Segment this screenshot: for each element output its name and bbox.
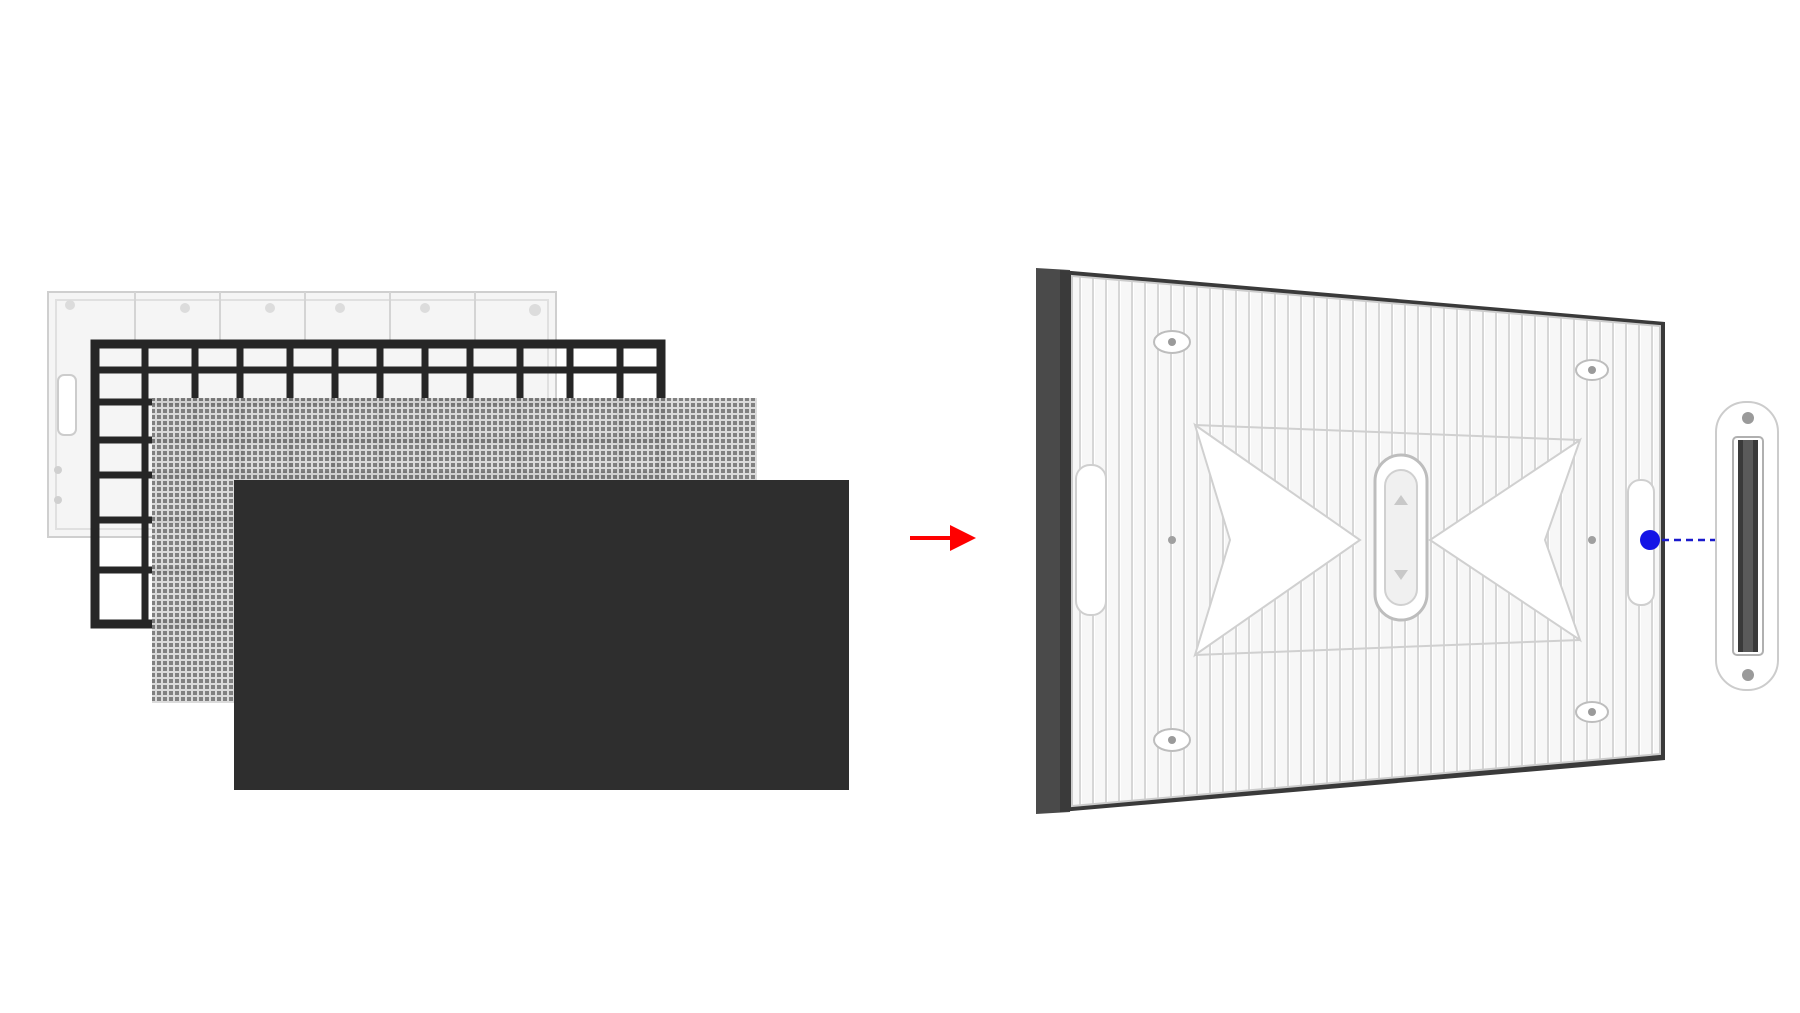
lock-bottom-left <box>1153 728 1191 752</box>
assembled-cabinet <box>1036 268 1665 814</box>
connector-icon <box>1715 401 1779 691</box>
exploded-view <box>47 291 849 790</box>
lock-top-right <box>1575 359 1609 381</box>
highlight-dot-icon <box>1640 530 1660 550</box>
front-panel-layer <box>234 480 849 790</box>
lock-bottom-right <box>1575 701 1609 723</box>
left-grip <box>1075 464 1107 616</box>
x-brace <box>1193 422 1582 658</box>
handle <box>1373 453 1429 622</box>
arrow-right-icon <box>910 525 976 551</box>
lock-top-left <box>1153 330 1191 354</box>
connector-callout <box>1640 401 1779 691</box>
